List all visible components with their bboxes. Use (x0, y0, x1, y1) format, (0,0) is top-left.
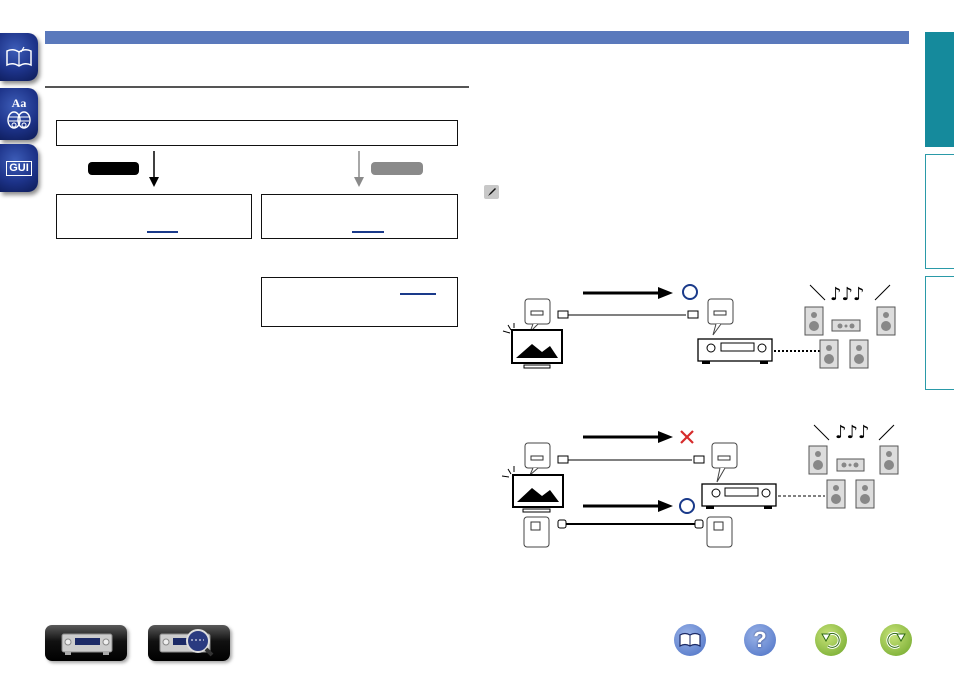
glossary-icon: Aa (11, 96, 27, 110)
side-tab-1[interactable] (925, 32, 954, 147)
flow-right-box (261, 194, 458, 239)
book-icon (679, 632, 701, 648)
tv-icon (502, 323, 563, 369)
receiver-display-zoom-icon (159, 629, 214, 657)
signal-arrow (583, 287, 673, 299)
side-tab-3[interactable] (925, 276, 954, 390)
flow-right-box-2 (261, 277, 458, 327)
page-link[interactable] (400, 293, 436, 295)
book-icon (6, 46, 32, 67)
ok-mark (679, 498, 695, 514)
tv-optical-port-callout (523, 516, 550, 548)
receiver-optical-port-callout (706, 516, 733, 548)
hdmi-connection-diagram: ♪♪♪ (502, 284, 896, 369)
display-button[interactable] (148, 625, 230, 661)
receiver-front-icon (61, 633, 113, 655)
speaker-icon (7, 111, 31, 129)
contents-nav-button[interactable] (0, 33, 38, 81)
ok-mark (682, 284, 698, 300)
side-tab-2[interactable] (925, 154, 954, 269)
back-arrow-icon (821, 631, 841, 649)
receiver-hdmi-port-callout (707, 298, 734, 336)
tv-icon (501, 466, 564, 513)
page-link[interactable] (147, 231, 178, 233)
flow-left-box (56, 194, 252, 239)
tv-hdmi-port-callout (524, 298, 551, 333)
front-panel-button[interactable] (45, 625, 127, 661)
music-notes-icon: ♪♪♪ (835, 422, 869, 443)
forward-arrow-icon (886, 631, 906, 649)
hdmi-signal-arrow (583, 431, 673, 443)
hdmi-optical-connection-diagram: ♪♪♪ (501, 422, 899, 548)
sound-line (874, 284, 891, 301)
gui-icon: GUI (6, 160, 32, 176)
speaker-set (808, 445, 899, 509)
music-notes-icon: ♪♪♪ (830, 284, 864, 305)
help-button[interactable]: ? (744, 624, 776, 656)
heading-rule (45, 86, 469, 88)
flow-top-box (56, 120, 458, 146)
flow-left-pill (88, 162, 139, 175)
section-header-bar (45, 31, 909, 44)
question-icon: ? (753, 627, 767, 652)
flow-right-pill (371, 162, 423, 175)
av-receiver-icon (697, 338, 773, 364)
speaker-set (804, 306, 896, 369)
hdmi-cable (557, 310, 699, 319)
book-button[interactable] (674, 624, 706, 656)
index-nav-button[interactable]: Aa (0, 88, 38, 140)
flow-arrow-down-gray (354, 151, 364, 187)
sound-line (809, 284, 826, 301)
flow-arrow-down-black (149, 151, 159, 187)
page-link[interactable] (352, 231, 384, 233)
forward-button[interactable] (880, 624, 912, 656)
back-button[interactable] (815, 624, 847, 656)
ng-mark (680, 430, 694, 444)
gui-nav-button[interactable]: GUI (0, 144, 38, 192)
av-receiver-icon (701, 483, 777, 509)
pencil-icon (484, 185, 499, 199)
optical-signal-arrow (583, 500, 673, 512)
